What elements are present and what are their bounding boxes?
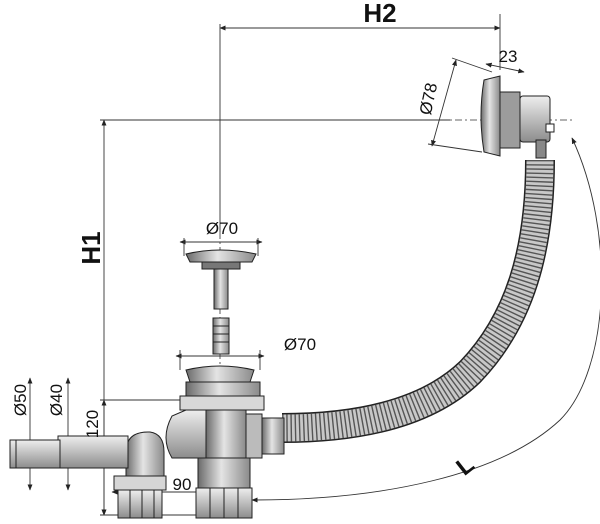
trap-elbow [9, 431, 167, 519]
d40-label: Ø40 [47, 384, 66, 416]
w23-label: 23 [499, 47, 518, 66]
overflow-head [480, 75, 555, 159]
flex-hose [281, 159, 555, 443]
d78-ext-top [451, 57, 493, 73]
w23-dimension-line [485, 62, 525, 74]
w90-label: 90 [173, 475, 192, 494]
d78-ext-bottom [427, 143, 483, 153]
h1-label: H1 [76, 231, 106, 264]
l-label: L [451, 451, 479, 481]
h2-label: H2 [363, 0, 396, 28]
h120-label: 120 [83, 410, 102, 438]
d78-dimension-line [431, 59, 457, 147]
l-dimension-arc [251, 137, 600, 503]
d78-label: Ø78 [416, 81, 441, 116]
d70-mid-label: Ø70 [284, 335, 316, 354]
flex-hose-fill [281, 159, 554, 442]
waste-body [165, 365, 285, 519]
d50-label: Ø50 [11, 384, 30, 416]
d70-top-label: Ø70 [206, 219, 238, 238]
flex-hose-ribs [281, 159, 554, 442]
top-plug [185, 249, 257, 355]
